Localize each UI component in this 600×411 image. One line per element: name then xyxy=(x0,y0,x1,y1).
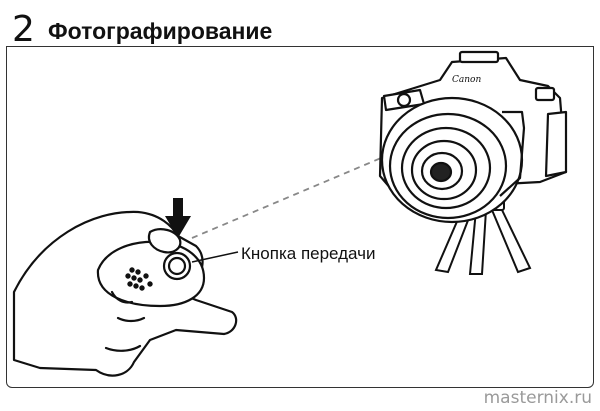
illustration-frame xyxy=(6,46,594,388)
hand-with-remote-icon xyxy=(12,210,238,377)
step-number: 2 xyxy=(12,9,35,50)
page-title: Фотографирование xyxy=(48,18,273,44)
camera-icon xyxy=(378,50,568,224)
transmit-button-label: Кнопка передачи xyxy=(241,244,376,263)
watermark: masternix.ru xyxy=(483,388,592,408)
callout-leader xyxy=(191,251,239,263)
infrared-beam xyxy=(191,149,401,239)
down-arrow-icon xyxy=(165,198,191,238)
camera-brand-label: Canon xyxy=(452,75,481,85)
